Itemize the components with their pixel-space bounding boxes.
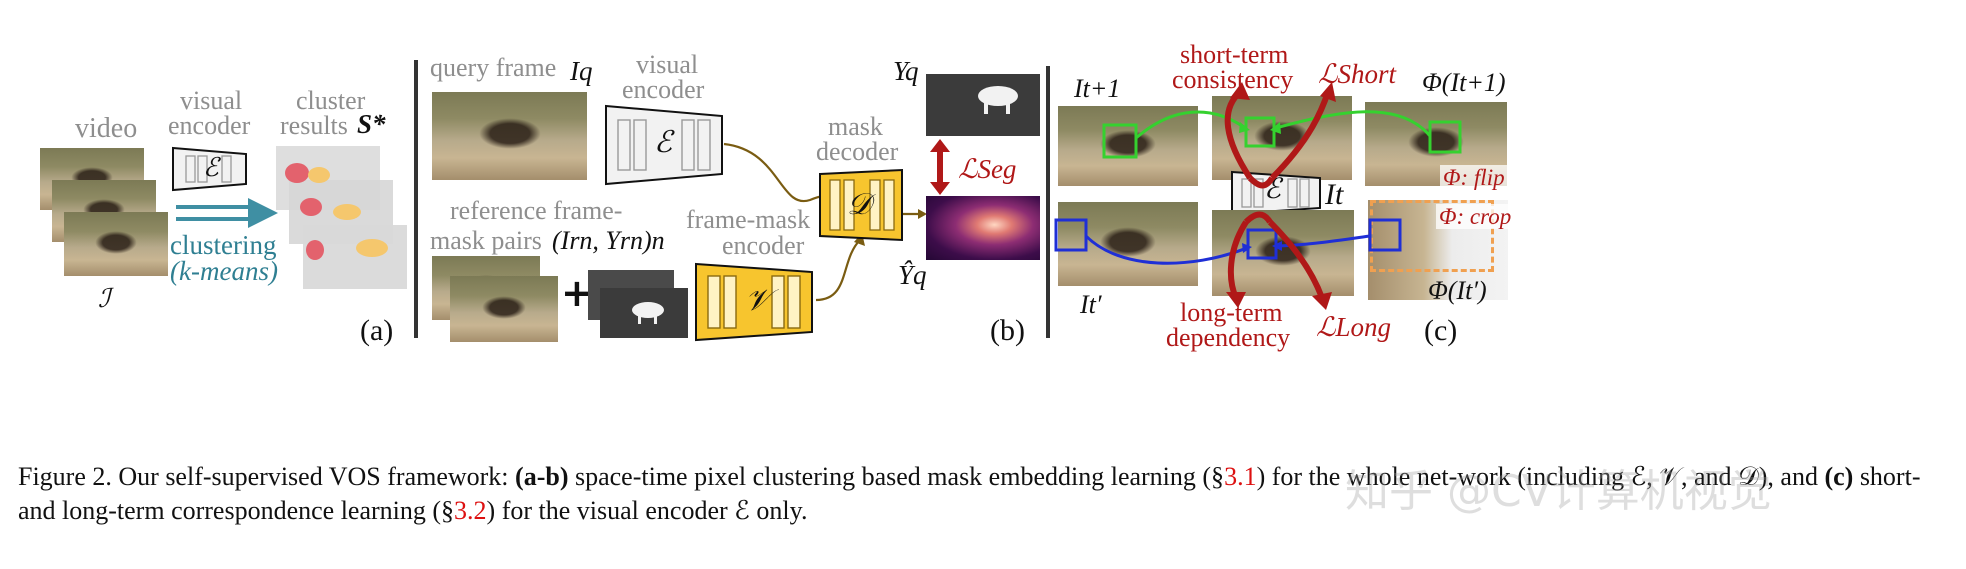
ground-truth-silhouette — [978, 86, 1018, 114]
query-frame-image — [432, 92, 587, 180]
yq-hat-symbol: Ŷq — [898, 260, 927, 290]
video-label: video — [75, 113, 138, 144]
caption-part-3: ) for the whole net-work (including ℰ, 𝒱… — [1256, 462, 1825, 491]
short-term-label-1: short-term — [1180, 40, 1289, 69]
caption-part-5: ) for the visual encoder ℰ only. — [486, 496, 808, 525]
correspondence-overlay — [1054, 82, 1462, 310]
yq-symbol: Yq — [893, 56, 919, 86]
frame-t-plus-1 — [1058, 106, 1198, 186]
caption-part-4: short- and long-term correspondence lear… — [18, 462, 1921, 525]
visual-encoder-label-b-1: visual — [636, 50, 699, 79]
clustering-label: clustering — [170, 230, 277, 260]
frame-mask-encoder-diagram — [695, 262, 813, 342]
loss-long-label: ℒLong — [1316, 312, 1391, 342]
phi-flip-label: Φ: flip — [1440, 165, 1508, 190]
mask-decoder-label-1: mask — [828, 112, 883, 141]
caption-part-1: Figure 2. Our self-supervised VOS framew… — [18, 462, 516, 491]
encoder-symbol-b: ℰ — [654, 126, 673, 159]
plus-symbol: + — [561, 271, 593, 315]
query-symbol: Iq — [570, 56, 593, 86]
cluster-results — [276, 146, 407, 289]
clustering-arrow — [176, 198, 278, 228]
long-term-label-2: dependency — [1166, 323, 1291, 352]
loss-short-label: ℒShort — [1318, 59, 1396, 89]
loss-seg-label: ℒSeg — [958, 154, 1017, 184]
cluster-label-1: cluster — [296, 86, 366, 115]
reference-label-2: mask pairs — [430, 226, 542, 255]
segmentation-loss-arrow — [930, 139, 950, 195]
frame-mask-encoder-label-1: frame-mask — [686, 205, 811, 234]
reference-label-1: reference frame- — [450, 196, 623, 225]
long-term-label-1: long-term — [1180, 298, 1283, 327]
panel-a-tag: (a) — [360, 314, 394, 347]
frame-mask-encoder-symbol: 𝒱 — [745, 284, 770, 317]
visual-encoder-b-diagram — [605, 104, 723, 186]
decoder-symbol: 𝒟 — [847, 188, 871, 221]
itp-symbol: It′ — [1080, 290, 1102, 319]
it-symbol: It — [1325, 178, 1344, 211]
encoder-symbol-a: ℰ — [203, 153, 219, 182]
caption-bold-ab: (a-b) — [515, 462, 569, 491]
short-term-label-2: consistency — [1172, 65, 1294, 94]
caption-bold-c: (c) — [1824, 462, 1854, 491]
visual-encoder-label-b-2: encoder — [622, 75, 705, 104]
mask-decoder-label-2: decoder — [816, 137, 899, 166]
visual-encoder-label-a-2: encoder — [168, 111, 251, 140]
reference-symbol: (Irn, Yrn)n — [552, 226, 665, 255]
figure-caption: Figure 2. Our self-supervised VOS framew… — [18, 460, 1958, 528]
reference-mask-silhouette — [632, 302, 664, 324]
caption-part-2: space-time pixel clustering based mask e… — [568, 462, 1225, 491]
panel-b-tag: (b) — [990, 314, 1025, 347]
caption-ref-31[interactable]: 3.1 — [1224, 462, 1257, 491]
separator-bc — [1046, 66, 1050, 338]
watermark: 知乎 @CV计算机视觉 — [1345, 466, 1772, 517]
mask-decoder-diagram — [819, 168, 903, 242]
kmeans-label: (k-means) — [170, 256, 278, 286]
figure: video ℐ visual encoder ℰ clustering (k-m… — [40, 40, 1515, 352]
separator-ab — [414, 60, 418, 338]
video-frame-3 — [64, 212, 168, 276]
query-frame-label: query frame — [430, 53, 557, 82]
predicted-mask-heatmap — [926, 196, 1040, 260]
visual-encoder-label-a-1: visual — [180, 86, 243, 115]
phi-itp-symbol: Φ(It′) — [1428, 276, 1487, 305]
phi-it1-symbol: Φ(It+1) — [1422, 68, 1506, 97]
ground-truth-mask — [926, 74, 1040, 136]
frame-t-prime — [1058, 202, 1198, 286]
video-symbol: ℐ — [98, 284, 111, 313]
caption-ref-32[interactable]: 3.2 — [454, 496, 487, 525]
panel-c-tag: (c) — [1424, 314, 1458, 347]
visual-encoder-a-diagram — [172, 146, 247, 192]
frame-mask-encoder-label-2: encoder — [722, 231, 805, 260]
cluster-label-2: results — [280, 111, 348, 140]
reference-frame-2 — [450, 276, 558, 342]
phi-crop-label: Φ: crop — [1436, 204, 1515, 229]
cluster-symbol: S* — [357, 109, 386, 139]
it1-symbol: It+1 — [1074, 74, 1121, 103]
